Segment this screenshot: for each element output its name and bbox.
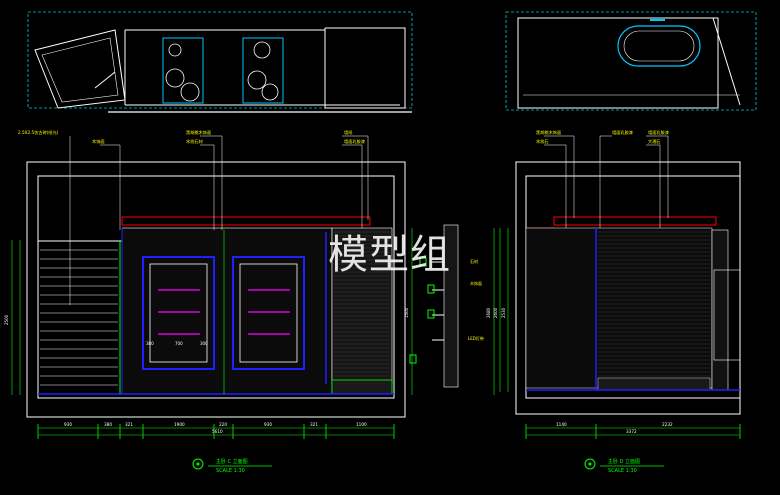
plan-left — [27, 11, 413, 113]
hdim-3: 321 — [125, 422, 133, 427]
elevation-left — [26, 161, 406, 418]
vdim-right-1: 2600 — [493, 307, 498, 318]
vdim-mid-2: 2680 — [486, 307, 491, 318]
vdim-left: 2500 — [4, 314, 9, 325]
annot-left-5: 墙纸 — [344, 129, 353, 136]
annot-left-1: 2.5X2.5仿古砖(哑光) — [18, 129, 59, 136]
wardrobe-labels: 380 700 300 — [146, 341, 208, 346]
annotation-leaders-right — [544, 135, 669, 228]
annot-right-3: 墙面乳胶漆 — [612, 129, 633, 136]
annot-left-2: 木饰面 — [92, 138, 105, 145]
plan-right — [505, 11, 757, 111]
annot-left-4: 木纹石材 — [186, 138, 203, 145]
side-labels: 石材 木饰面 LED灯带 — [468, 258, 484, 341]
wardrobe-label-2: 700 — [175, 341, 183, 346]
wardrobe-label-3: 300 — [200, 341, 208, 346]
title-right: 主卧 D 立面图 SCALE 1:30 — [584, 458, 664, 474]
hdim-6: 930 — [264, 422, 272, 427]
title-right-main: 主卧 D 立面图 — [608, 458, 640, 465]
watermark: 模型组 — [328, 232, 451, 278]
annot-left-6: 墙面乳胶漆 — [344, 138, 365, 145]
side-label-3: LED灯带 — [468, 335, 484, 341]
annot-right-5: 大理石 — [648, 138, 661, 145]
annot-right-4: 墙面乳胶漆 — [648, 129, 669, 136]
title-left: 主卧 C 立面图 SCALE 1:30 — [192, 458, 272, 474]
side-label-1: 石材 — [470, 258, 478, 264]
wardrobe-label-1: 380 — [146, 341, 154, 346]
hdim-8: 1100 — [356, 422, 367, 427]
hdim-r2: 2232 — [662, 422, 673, 427]
hdim-total-left: 5610 — [212, 429, 223, 434]
annot-left-3: 黑胡桃木饰面 — [186, 129, 211, 136]
title-left-main: 主卧 C 立面图 — [216, 458, 248, 465]
vdim-right-2: 2530 — [501, 307, 506, 318]
vertical-dims: 2500 1500 2680 2600 2530 — [4, 307, 506, 325]
hdim-1: 930 — [64, 422, 72, 427]
section-middle — [409, 224, 495, 395]
annot-right-2: 木纹石 — [536, 138, 549, 145]
annotations: 2.5X2.5仿古砖(哑光) 木饰面 黑胡桃木饰面 木纹石材 墙纸 墙面乳胶漆 … — [18, 129, 669, 145]
title-left-scale: SCALE 1:30 — [216, 468, 245, 474]
vdim-mid-1: 1500 — [404, 307, 409, 318]
hdim-5: 220 — [219, 422, 227, 427]
dimension-lines — [11, 228, 740, 436]
side-label-2: 木饰面 — [470, 280, 482, 286]
hdim-4: 1900 — [174, 422, 185, 427]
elevation-right — [515, 161, 741, 415]
hdim-r1: 1140 — [556, 422, 567, 427]
title-right-scale: SCALE 1:30 — [608, 468, 637, 474]
annotation-leaders-left — [69, 135, 369, 305]
annot-right-1: 黑胡桃木饰面 — [536, 129, 561, 136]
hdim-7: 321 — [310, 422, 318, 427]
hdim-total-right: 3372 — [626, 429, 637, 434]
dimension-ticks — [37, 424, 741, 439]
horizontal-dims: 930 380 321 1900 220 930 321 1100 5610 1… — [64, 422, 673, 434]
hdim-2: 380 — [104, 422, 112, 427]
